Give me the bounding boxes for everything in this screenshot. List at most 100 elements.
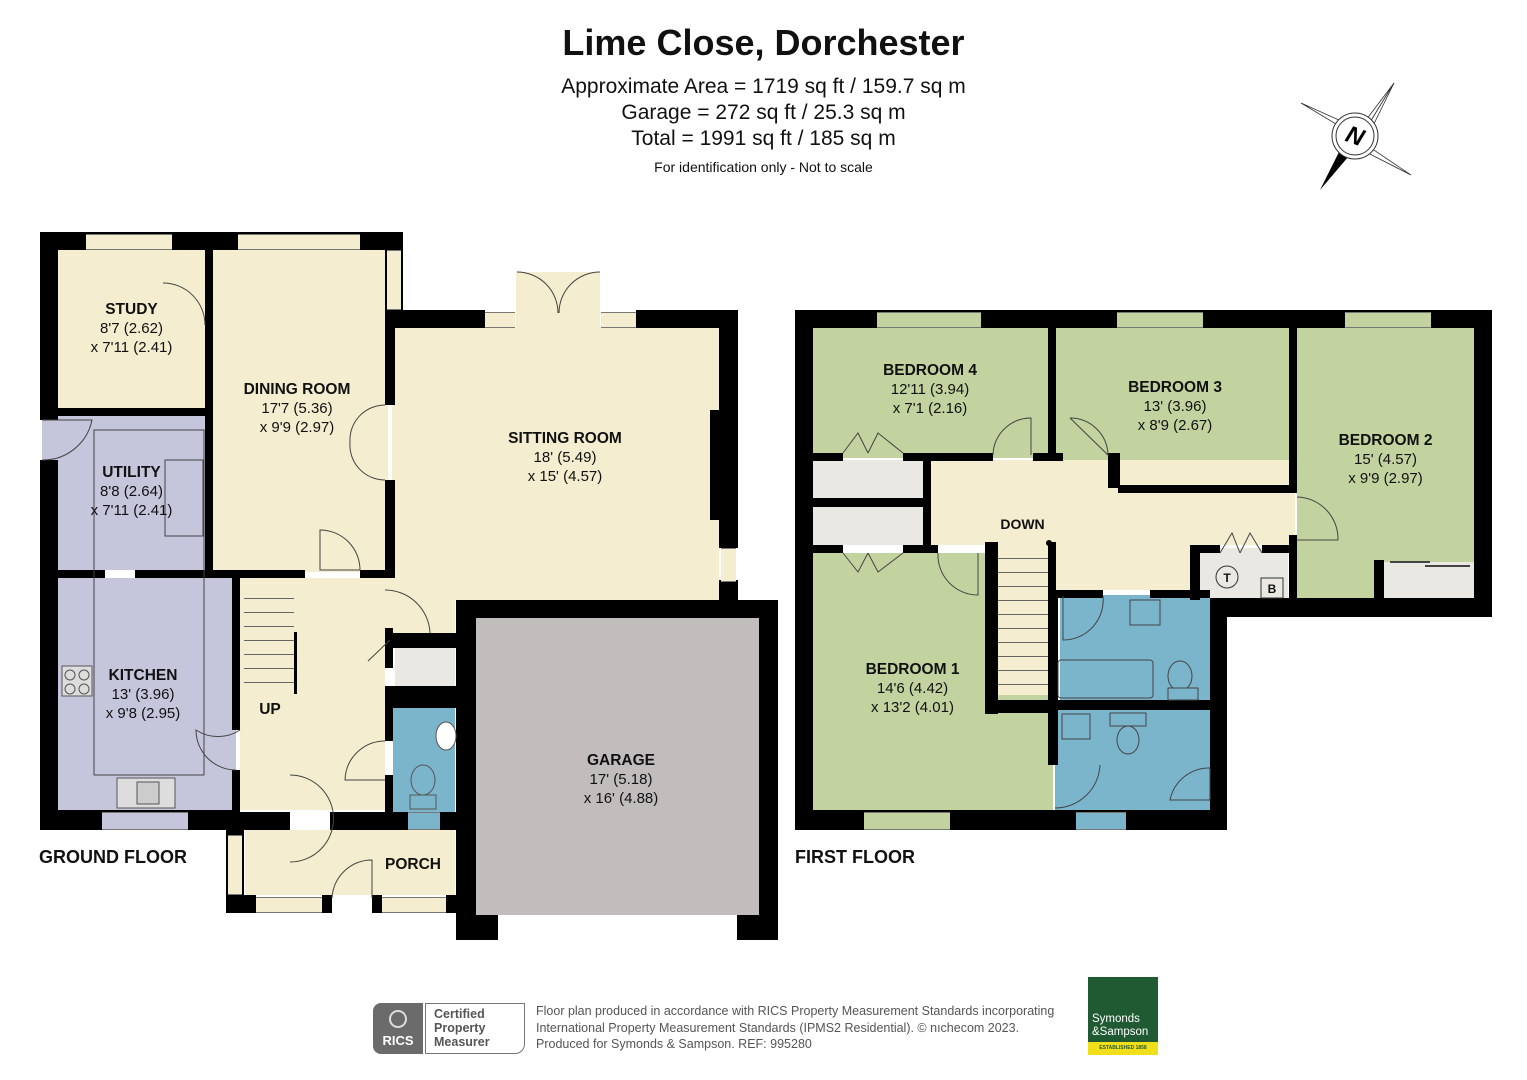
wall: [385, 310, 395, 405]
room-bedroom-4: [813, 328, 1048, 458]
wall: [1190, 545, 1220, 553]
wall: [1210, 598, 1492, 617]
window: [864, 812, 950, 830]
window: [228, 835, 242, 895]
wall: [58, 570, 105, 578]
wall: [322, 895, 332, 913]
bedroom-3-label: BEDROOM 3 13' (3.96) x 8'9 (2.67): [1128, 379, 1222, 434]
under-stairs-cupboard: [395, 648, 455, 686]
porch-label: PORCH: [385, 856, 441, 873]
study-label: STUDY 8'7 (2.62) x 7'11 (2.41): [90, 301, 173, 356]
stairs-up: [244, 585, 294, 693]
wall: [813, 453, 843, 461]
wall: [1190, 545, 1200, 600]
french-door-recess: [516, 272, 600, 328]
wall: [1048, 328, 1056, 453]
rics-logo-icon: RICS: [373, 1003, 423, 1054]
room-bedroom-2: [1297, 328, 1474, 600]
room-bedroom-3: [1056, 328, 1289, 460]
wall: [636, 310, 738, 328]
wall: [385, 633, 457, 648]
wall: [1048, 590, 1103, 598]
wall: [40, 460, 58, 830]
room-study: [58, 250, 205, 408]
window: [1345, 312, 1431, 328]
hall-extension: [385, 578, 455, 633]
window: [721, 548, 736, 582]
wall: [1289, 328, 1297, 493]
bedroom-4-label: BEDROOM 4 12'11 (3.94) x 7'1 (2.16): [883, 362, 977, 417]
ground-floor-label: GROUND FLOOR: [39, 847, 187, 867]
total-area: Total = 1991 sq ft / 185 sq m: [631, 127, 896, 150]
stairs-down: [998, 545, 1048, 695]
wall: [1150, 590, 1210, 598]
wall: [40, 232, 58, 420]
wall: [813, 498, 925, 507]
window: [86, 234, 172, 250]
wall: [903, 545, 938, 553]
wall: [232, 770, 240, 830]
wall: [58, 408, 205, 416]
window: [387, 250, 401, 310]
utility-label: UTILITY 8'8 (2.64) x 7'11 (2.41): [90, 464, 173, 519]
wall: [372, 895, 382, 913]
window: [1076, 812, 1126, 830]
wall: [1033, 453, 1063, 461]
wardrobe-bed2: [1384, 562, 1474, 600]
wall: [385, 310, 485, 328]
wall: [1118, 485, 1293, 493]
wall: [456, 600, 778, 618]
wall: [737, 915, 778, 940]
wall: [719, 580, 738, 600]
disclaimer: For identification only - Not to scale: [654, 159, 873, 175]
garage-area: Garage = 272 sq ft / 25.3 sq m: [621, 101, 906, 124]
dining-room-label: DINING ROOM 17'7 (5.36) x 9'9 (2.97): [243, 381, 351, 436]
wall: [813, 545, 843, 553]
window: [485, 312, 515, 328]
wall: [1262, 545, 1292, 553]
approx-area: Approximate Area = 1719 sq ft / 159.7 sq…: [561, 75, 966, 98]
stair-rail: [294, 632, 297, 694]
wall: [795, 310, 813, 830]
wall: [1289, 535, 1297, 600]
bedroom-2-label: BEDROOM 2 15' (4.57) x 9'9 (2.97): [1338, 432, 1433, 487]
window: [408, 812, 440, 830]
wall: [1048, 542, 1056, 600]
footer-credits: Floor plan produced in accordance with R…: [536, 1004, 1055, 1051]
wall: [205, 250, 213, 578]
room-dining: [212, 250, 388, 572]
window: [1117, 312, 1203, 328]
wall: [456, 600, 476, 940]
window: [877, 312, 981, 328]
room-sitting: [392, 328, 719, 600]
wall: [710, 410, 720, 520]
window: [382, 897, 446, 913]
wall: [1474, 310, 1492, 617]
bedroom-1-label: BEDROOM 1 14'6 (4.42) x 13'2 (4.01): [865, 661, 960, 716]
first-floor-label: FIRST FLOOR: [795, 847, 915, 867]
window: [601, 312, 636, 328]
wall: [1210, 598, 1227, 830]
wall: [923, 460, 931, 547]
first-floor-fixtures: [842, 417, 1470, 809]
garage-label: GARAGE 17' (5.18) x 16' (4.88): [583, 752, 659, 807]
stairs-down-label: DOWN: [1000, 516, 1045, 532]
wall: [985, 700, 1055, 713]
room-utility: [42, 416, 205, 570]
window: [102, 812, 188, 830]
wall: [232, 578, 240, 730]
wall: [1374, 560, 1384, 600]
window: [256, 897, 322, 913]
rics-badge: RICS Certified Property Measurer: [373, 1003, 525, 1054]
tank-label: T: [1223, 571, 1231, 585]
wall: [719, 310, 738, 548]
wall: [1108, 453, 1120, 488]
room-porch: [245, 830, 455, 895]
wall: [385, 480, 395, 578]
wall: [903, 453, 993, 461]
wall: [360, 570, 385, 578]
door-swings: [41, 271, 601, 899]
window: [238, 234, 360, 250]
wall: [135, 570, 305, 578]
wall: [385, 775, 393, 830]
